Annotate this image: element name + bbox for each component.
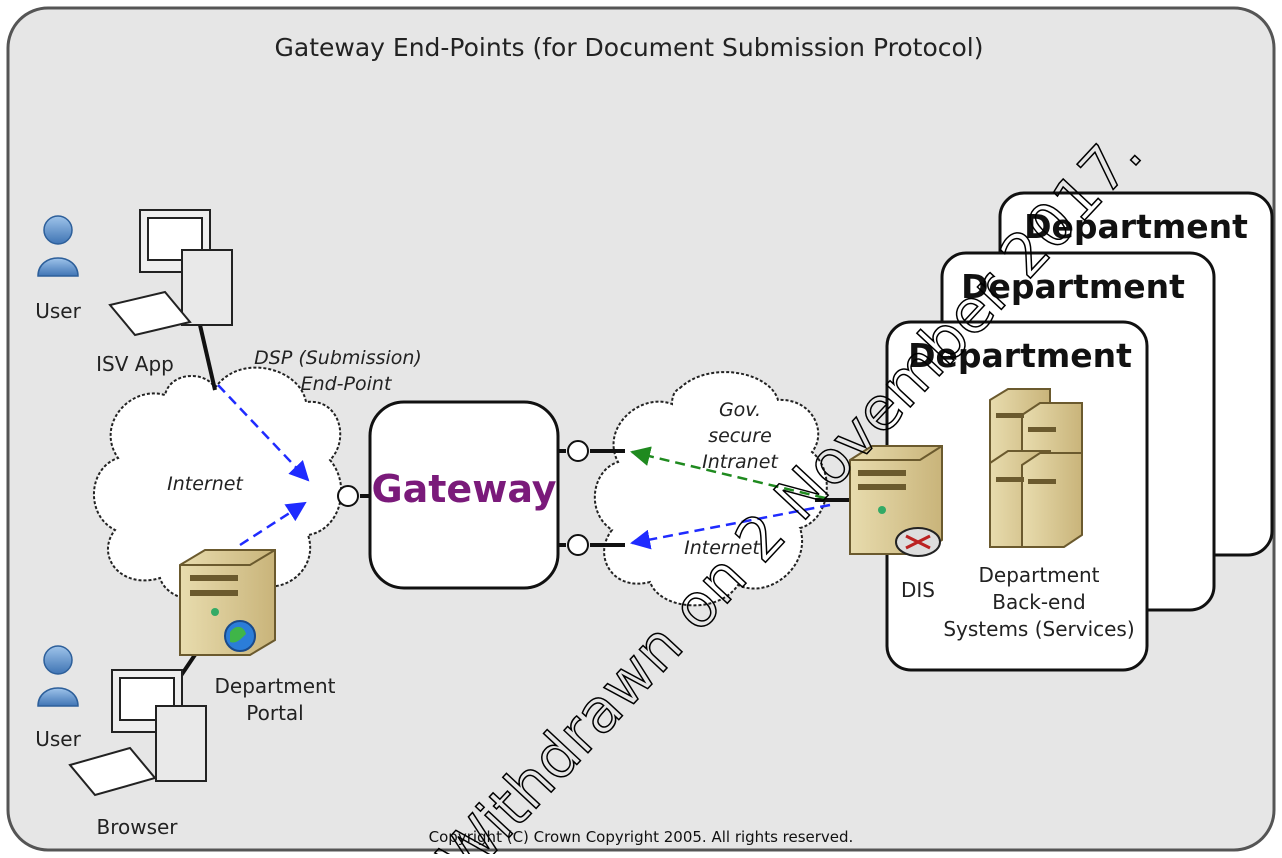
gateway-label: Gateway bbox=[371, 467, 556, 511]
computer-icon bbox=[108, 209, 233, 337]
isv-submission-arrow bbox=[217, 384, 310, 482]
computer-icon bbox=[68, 669, 207, 797]
internet-arrow-right bbox=[630, 503, 831, 550]
intranet-label-line2: secure bbox=[708, 425, 772, 447]
internet-label-right: Internet bbox=[684, 537, 761, 559]
portal-submission-arrow bbox=[239, 501, 307, 547]
endpoint-label-line1: DSP (Submission) bbox=[254, 347, 422, 369]
intranet-label-line1: Gov. bbox=[719, 399, 761, 421]
dis-server-icon bbox=[849, 445, 943, 557]
user-icon bbox=[37, 215, 79, 277]
internet-label-left: Internet bbox=[167, 473, 244, 495]
isv-app-label: ISV App bbox=[96, 352, 174, 376]
intranet-label-line3: Intranet bbox=[702, 451, 779, 473]
browser-label: Browser bbox=[96, 815, 178, 839]
user-icon bbox=[37, 645, 79, 707]
intranet-arrow bbox=[630, 446, 826, 500]
department-label-front: Department bbox=[908, 336, 1132, 375]
isv-to-cloud-line bbox=[198, 324, 217, 391]
portal-server-icon bbox=[179, 549, 276, 656]
gateway-lower-port bbox=[567, 534, 589, 556]
dsp-endpoint-port bbox=[337, 485, 359, 507]
user-label-bottom: User bbox=[35, 727, 81, 751]
diagram-title: Gateway End-Points (for Document Submiss… bbox=[275, 33, 984, 62]
intranet-cloud-right: Gov. secure Intranet Internet bbox=[593, 371, 828, 607]
gateway-box: Gateway bbox=[368, 400, 560, 590]
user-label-top: User bbox=[35, 299, 81, 323]
department-label-middle: Department bbox=[961, 267, 1185, 306]
backend-servers-icon bbox=[989, 388, 1083, 548]
endpoint-label-line2: End-Point bbox=[301, 373, 393, 395]
backend-label-line1: Department bbox=[978, 563, 1099, 587]
department-label-back: Department bbox=[1024, 207, 1248, 246]
copyright-text: Copyright (C) Crown Copyright 2005. All … bbox=[429, 828, 854, 846]
portal-label-line2: Portal bbox=[246, 701, 303, 725]
backend-label-line3: Systems (Services) bbox=[943, 617, 1134, 641]
backend-label-line2: Back-end bbox=[992, 590, 1085, 614]
gateway-upper-port bbox=[567, 440, 589, 462]
portal-label-line1: Department bbox=[214, 674, 335, 698]
dis-label: DIS bbox=[901, 578, 935, 602]
